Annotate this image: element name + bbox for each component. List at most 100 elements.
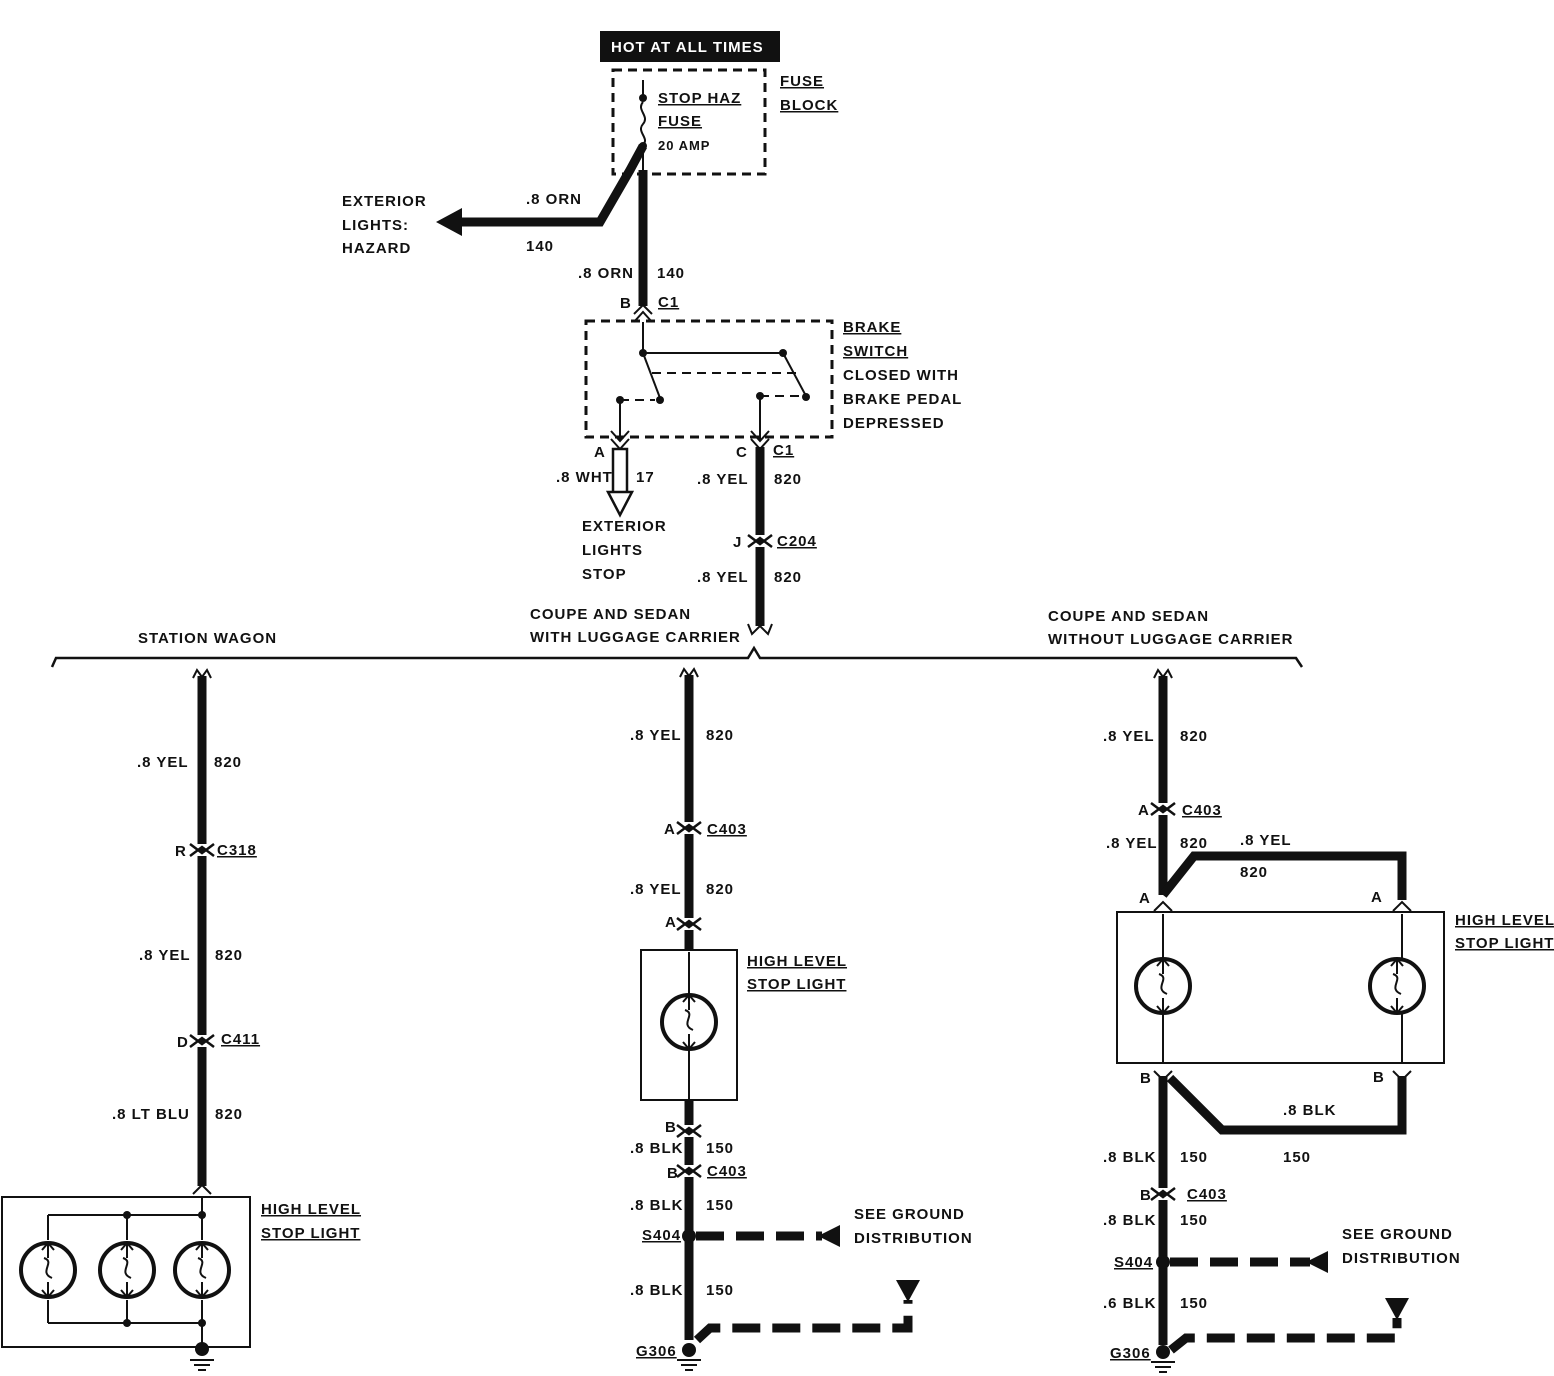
hazard-circuit-label: 140 <box>526 238 554 255</box>
variant-with-carrier-2: WITH LUGGAGE CARRIER <box>530 629 741 646</box>
without-lamp-pin-a-left: A <box>1139 890 1151 907</box>
with-ground-dist-label-1: SEE GROUND <box>854 1206 965 1223</box>
connector-c411-symbol <box>189 1034 215 1048</box>
wagon-lamp-label-2: STOP LIGHT <box>261 1225 360 1242</box>
with-lamp-label-1: HIGH LEVEL <box>747 953 847 970</box>
without-circuit-label-3b: 150 <box>1283 1149 1311 1166</box>
with-wire-label-1: .8 YEL <box>630 727 682 744</box>
without-ground-return <box>1168 1318 1402 1354</box>
stop-output-circuit: 17 <box>636 469 655 486</box>
fuse-block-name-1: FUSE <box>780 73 824 90</box>
brake-switch-label-5: DEPRESSED <box>843 415 945 432</box>
brake-switch-label-2: SWITCH <box>843 343 908 360</box>
yel-circuit-label-2: 820 <box>774 569 802 586</box>
with-lamp-label-2: STOP LIGHT <box>747 976 846 993</box>
without-c403b-connector: C403 <box>1187 1186 1227 1203</box>
brake-switch-label-3: CLOSED WITH <box>843 367 959 384</box>
wagon-wire-label-1: .8 YEL <box>137 754 189 771</box>
fuse-name-2: FUSE <box>658 113 702 130</box>
without-wire-label-5: .6 BLK <box>1103 1295 1157 1312</box>
without-circuit-label-4: 150 <box>1180 1212 1208 1229</box>
with-ground-return <box>693 1300 913 1344</box>
main-feed-connector: C1 <box>658 294 679 311</box>
stop-output-arrow <box>605 490 635 518</box>
c411-pin: D <box>177 1034 189 1051</box>
with-c403b-pin: B <box>667 1165 679 1182</box>
bulb-icon <box>1368 957 1426 1015</box>
with-circuit-label-2: 820 <box>706 881 734 898</box>
hazard-label-3: HAZARD <box>342 240 411 257</box>
without-lamp-label-1: HIGH LEVEL <box>1455 912 1554 929</box>
yel-wire-label-1: .8 YEL <box>697 471 749 488</box>
wagon-circuit-label-1: 820 <box>214 754 242 771</box>
without-wire-label-2: .8 YEL <box>1106 835 1158 852</box>
without-circuit-label-3: 150 <box>1180 1149 1208 1166</box>
without-wire-label-3: .8 BLK <box>1103 1149 1157 1166</box>
hazard-label-2: LIGHTS: <box>342 217 409 234</box>
hazard-wire-label: .8 ORN <box>526 191 582 208</box>
without-wire-label-2b: .8 YEL <box>1240 832 1292 849</box>
stop-output-wire-label: .8 WHT <box>556 469 613 486</box>
wagon-lamp-label-1: HIGH LEVEL <box>261 1201 361 1218</box>
variant-with-carrier-1: COUPE AND SEDAN <box>530 606 691 623</box>
connector-c204-symbol <box>747 534 773 548</box>
stop-output-label-2: LIGHTS <box>582 542 643 559</box>
ground-icon <box>190 1342 214 1371</box>
with-c403-connector: C403 <box>707 821 747 838</box>
wagon-lamp-housing <box>1 1196 251 1348</box>
variant-station-wagon: STATION WAGON <box>138 630 277 647</box>
with-ground-label: G306 <box>636 1343 677 1360</box>
fuse-name-1: STOP HAZ <box>658 90 741 107</box>
hazard-arrow <box>436 208 462 236</box>
hot-at-all-times-label: HOT AT ALL TIMES <box>611 39 764 56</box>
variant-without-carrier-2: WITHOUT LUGGAGE CARRIER <box>1048 631 1294 648</box>
wagon-circuit-label-3: 820 <box>215 1106 243 1123</box>
bulb-icon <box>173 1241 231 1299</box>
without-lamp-housing <box>1116 911 1445 1064</box>
main-feed-wire-label: .8 ORN <box>578 265 634 282</box>
without-c403-pin: A <box>1138 802 1150 819</box>
yel-wire-label-2: .8 YEL <box>697 569 749 586</box>
with-wire-label-3: .8 BLK <box>630 1140 684 1157</box>
wagon-wire-label-3: .8 LT BLU <box>112 1106 190 1123</box>
with-circuit-label-1: 820 <box>706 727 734 744</box>
brake-switch-label-4: BRAKE PEDAL <box>843 391 962 408</box>
fuse-block-name-2: BLOCK <box>780 97 838 114</box>
bulb-icon <box>98 1241 156 1299</box>
without-wire-label-1: .8 YEL <box>1103 728 1155 745</box>
main-feed-pin: B <box>620 295 632 312</box>
without-wire-label-3b: .8 BLK <box>1283 1102 1337 1119</box>
without-splice-label: S404 <box>1114 1254 1153 1271</box>
without-lamp-pin-b-left: B <box>1140 1070 1152 1087</box>
with-lamp-pin-b: B <box>665 1119 677 1136</box>
without-splice-s404 <box>1156 1255 1170 1269</box>
with-c403-pin: A <box>664 821 676 838</box>
with-splice-s404 <box>682 1229 696 1243</box>
hazard-label-1: EXTERIOR <box>342 193 427 210</box>
brake-switch-label-1: BRAKE <box>843 319 901 336</box>
without-wire-label-4: .8 BLK <box>1103 1212 1157 1229</box>
bulb-icon <box>19 1241 77 1299</box>
without-c403-connector: C403 <box>1182 802 1222 819</box>
with-c403b-connector: C403 <box>707 1163 747 1180</box>
ground-icon <box>677 1343 701 1371</box>
connector-c318-symbol <box>189 843 215 857</box>
fuse-rating: 20 AMP <box>658 138 710 153</box>
with-circuit-label-4: 150 <box>706 1197 734 1214</box>
brake-switch-outline <box>584 319 834 439</box>
without-cross-ground-wire <box>1166 1074 1407 1135</box>
stop-output-pin: A <box>594 444 606 461</box>
variant-without-carrier-1: COUPE AND SEDAN <box>1048 608 1209 625</box>
c411-connector: C411 <box>221 1031 260 1048</box>
without-circuit-label-5: 150 <box>1180 1295 1208 1312</box>
without-circuit-label-2b: 820 <box>1240 864 1268 881</box>
without-cross-feed-wire <box>1159 851 1407 900</box>
without-lamp-label-2: STOP LIGHT <box>1455 935 1554 952</box>
without-lamp-pin-a-right: A <box>1371 889 1383 906</box>
c204-pin: J <box>733 534 742 551</box>
yel-output-connector: C1 <box>773 442 794 459</box>
with-wire-label-5: .8 BLK <box>630 1282 684 1299</box>
stop-output-label-3: STOP <box>582 566 627 583</box>
c204-connector: C204 <box>777 533 817 550</box>
